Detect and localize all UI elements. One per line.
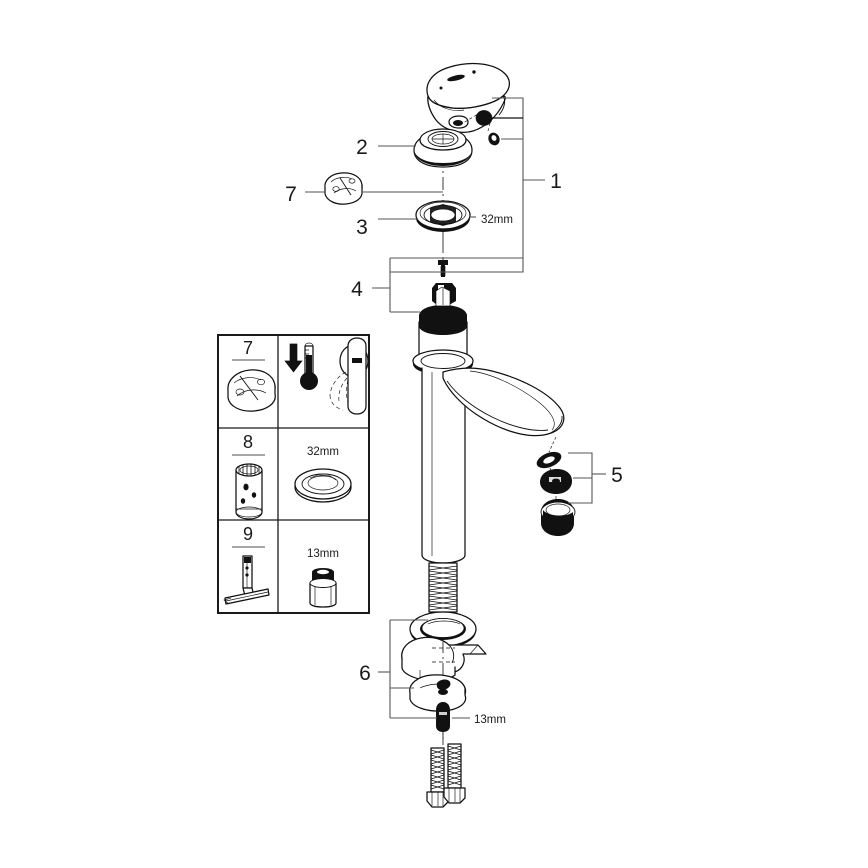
socket-nut-icon: 32mm xyxy=(294,446,352,503)
aerator-housing xyxy=(540,496,576,536)
callout-label-1: 1 xyxy=(550,170,562,193)
legend-row-8: 8 32mm xyxy=(232,432,352,520)
hex-key-wrench-icon xyxy=(223,555,270,605)
callout-6-leader xyxy=(378,619,470,719)
dimension-label-32mm: 32mm xyxy=(481,214,513,226)
callout-label-2: 2 xyxy=(356,136,368,159)
dimension-label-13mm: 13mm xyxy=(474,714,506,726)
aerator-mousseur xyxy=(540,467,572,494)
callout-4-leader xyxy=(372,257,523,313)
handle-screw-cap xyxy=(487,122,500,146)
callout-5-leader xyxy=(568,452,606,504)
legend-row-number-7: 7 xyxy=(243,338,253,358)
cartridge-screw xyxy=(438,260,448,277)
flexible-hoses xyxy=(426,743,466,808)
aerator-key-icon xyxy=(227,369,276,412)
legend-row-number-8: 8 xyxy=(243,432,253,452)
callout-label-5: 5 xyxy=(611,464,623,487)
callout-label-6: 6 xyxy=(359,662,371,685)
socket-13mm-icon: 13mm xyxy=(307,548,339,608)
callout-label-4: 4 xyxy=(351,278,363,301)
clamp-washer xyxy=(409,674,467,712)
callout-label-7: 7 xyxy=(285,183,297,206)
legend-row-7: 7 xyxy=(227,337,369,415)
cartridge-tool-sleeve-icon xyxy=(235,463,263,520)
legend-row-number-9: 9 xyxy=(243,524,253,544)
threaded-shank xyxy=(428,562,458,613)
legend-row-9: 9 13mm xyxy=(223,524,339,608)
faucet-body xyxy=(412,349,565,613)
handle-dome-cap xyxy=(413,128,473,168)
callout-3-leader xyxy=(378,216,476,220)
callout-label-3: 3 xyxy=(356,216,368,239)
aerator-seal xyxy=(536,436,562,469)
base-gasket xyxy=(409,611,477,648)
aerator-key xyxy=(324,172,363,205)
legend-caption-13mm: 13mm xyxy=(307,548,339,560)
temperature-lever-diagram-icon xyxy=(284,337,369,415)
legend-caption-32mm: 32mm xyxy=(307,446,339,458)
legend-table: 7 xyxy=(217,334,370,614)
stud-bolt xyxy=(436,702,450,739)
handle-set-screw xyxy=(459,110,493,126)
cartridge-retaining-nut xyxy=(415,200,471,232)
